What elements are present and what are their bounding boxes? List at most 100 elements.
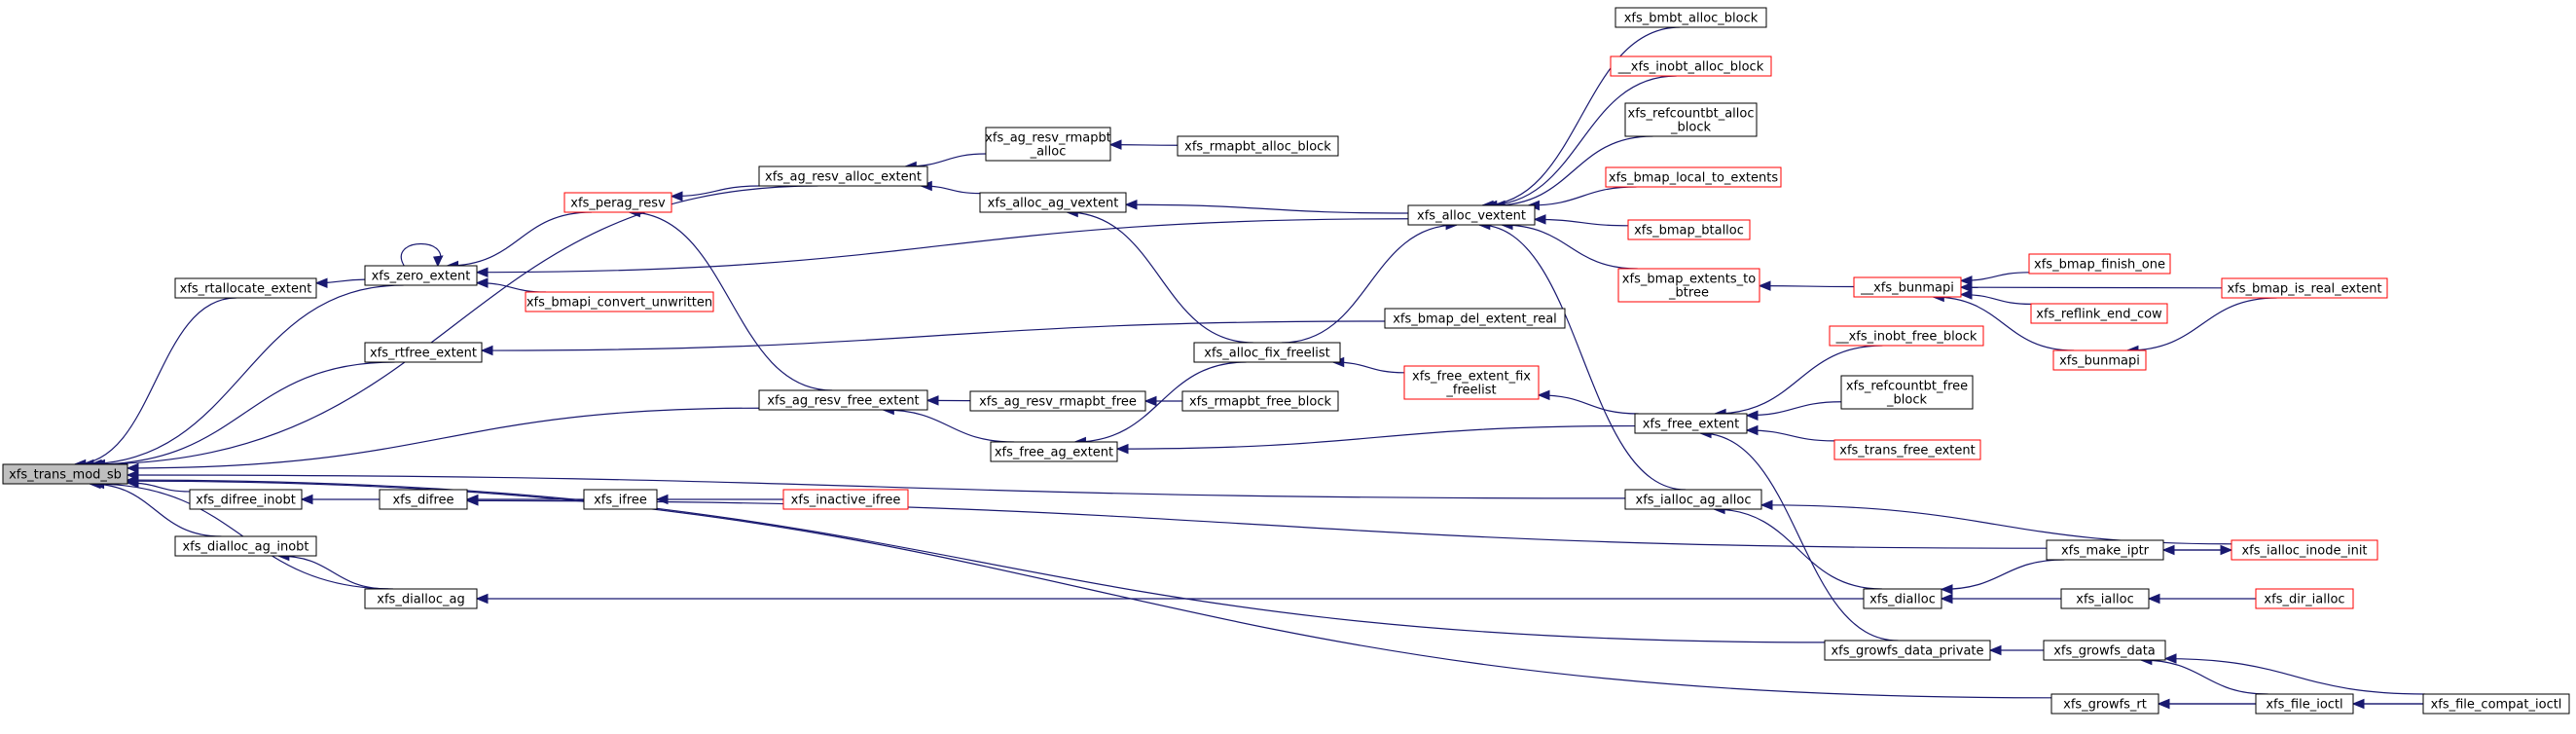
node-rtallocate-extent[interactable]: xfs_rtallocate_extent [174,277,317,299]
node-ag-resv-rmapbt-alloc[interactable]: xfs_ag_resv_rmapbt_alloc [985,127,1111,162]
edge-line [1700,432,1899,642]
edge-line [1534,218,1629,227]
node-rmapbt-free-block[interactable]: xfs_rmapbt_free_block [1181,390,1339,412]
node-box [2255,588,2354,609]
node-bunmapi[interactable]: xfs_bunmapi [2052,349,2147,371]
node-alloc-vextent[interactable]: xfs_alloc_vextent [1407,204,1536,226]
node-box [2231,539,2378,561]
call-edge-reflink_end_cow-to-xbunmapi [1959,289,2032,306]
node-box [189,489,303,510]
node-growfs-data[interactable]: xfs_growfs_data [2043,640,2166,661]
node-label: xfs_ag_resv_rmapbt [985,131,1111,146]
node-rmapbt-alloc-block[interactable]: xfs_rmapbt_alloc_block [1177,135,1339,157]
edge-arrowhead [1959,275,1973,286]
node-file-ioctl[interactable]: xfs_file_ioctl [2255,693,2354,715]
call-edge-trans_free_extent-to-free_extent [1745,424,1835,442]
edge-line [2140,659,2268,695]
node-bmapi-convert-unwritten[interactable]: xfs_bmapi_convert_unwritten [525,291,714,312]
node-refcountbt-alloc-block[interactable]: xfs_refcountbt_alloc_block [1624,102,1758,137]
node-box [2221,277,2388,299]
edge-arrowhead [1745,410,1759,421]
node-label: _block [1886,393,1927,408]
node-bmbt-alloc-block[interactable]: xfs_bmbt_alloc_block [1615,7,1767,28]
node-box [364,265,478,286]
node-growfs-data-private[interactable]: xfs_growfs_data_private [1824,640,1991,661]
edge-line [91,185,818,465]
node-bmap-is-real-extent[interactable]: xfs_bmap_is_real_extent [2221,277,2388,299]
node-rtfree-extent[interactable]: xfs_rtfree_extent [364,342,483,363]
node-dir-ialloc[interactable]: xfs_dir_ialloc [2255,588,2354,609]
node-box [2255,693,2354,715]
call-edge-inobt_alloc_block-to-alloc_vextent [1484,75,1677,211]
node-alloc-ag-vextent[interactable]: xfs_alloc_ag_vextent [979,192,1127,213]
edge-line [447,211,593,267]
node-inobt-free-block[interactable]: __xfs_inobt_free_block [1829,325,1984,347]
call-edge-bmap_is_real_extent-to-xbunmapi [1959,281,2223,293]
node-label: xfs_bmbt_alloc_block [1624,12,1759,26]
edge-arrowhead [1108,139,1122,150]
node-zero-extent[interactable]: xfs_zero_extent [364,265,478,286]
node-ifree[interactable]: xfs_ifree [583,489,658,510]
node-ialloc-ag-alloc[interactable]: xfs_ialloc_ag_alloc [1624,489,1762,510]
node-reflink-end-cow[interactable]: xfs_reflink_end_cow [2030,303,2168,324]
node-label: xfs_file_ioctl [2266,698,2342,713]
node-box [1634,413,1748,434]
node-make-iptr[interactable]: xfs_make_iptr [2046,539,2164,561]
node-box [174,277,317,299]
node-label: xfs_make_iptr [2061,544,2150,559]
edge-line [1478,224,1687,491]
edge-line [82,284,404,465]
edge-arrowhead [1533,214,1546,225]
node-label: xfs_bmap_btalloc [1634,224,1744,239]
edge-arrowhead [1959,281,1973,293]
node-perag-resv[interactable]: xfs_perag_resv [563,192,672,213]
node-growfs-rt[interactable]: xfs_growfs_rt [2050,693,2159,715]
node-difree[interactable]: xfs_difree [379,489,468,510]
node-ag-resv-alloc-extent[interactable]: xfs_ag_resv_alloc_extent [758,165,928,187]
node-inactive-ifree[interactable]: xfs_inactive_ifree [782,489,909,510]
node-free-extent[interactable]: xfs_free_extent [1634,413,1748,434]
node-bmap-local-to-extents[interactable]: xfs_bmap_local_to_extents [1605,166,1782,188]
node-label: xfs_inactive_ifree [791,494,901,508]
edge-line [1960,286,2223,289]
node-bmap-extents-to-btree[interactable]: xfs_bmap_extents_to_btree [1617,268,1760,303]
node-bmap-btalloc[interactable]: xfs_bmap_btalloc [1627,219,1751,240]
node-refcountbt-free-block[interactable]: xfs_refcountbt_free_block [1840,375,1974,410]
edge-line [905,153,987,167]
node-ag-resv-rmapbt-free[interactable]: xfs_ag_resv_rmapbt_free [969,390,1146,412]
call-edge-file_compat_ioctl-to-file_ioctl [2351,698,2423,710]
edge-line [1502,224,1638,270]
node-label: xfs_file_compat_ioctl [2431,698,2562,713]
node-dialloc-ag[interactable]: xfs_dialloc_ag [364,588,478,609]
node-inobt-alloc-block[interactable]: __xfs_inobt_alloc_block [1610,55,1772,77]
node-bmap-del-extent-real[interactable]: xfs_bmap_del_extent_real [1384,308,1566,329]
call-edge-zero_extent-to-trans_mod_sb [81,284,404,470]
node-label: xfs_ialloc [2076,593,2133,607]
node-bmap-finish-one[interactable]: xfs_bmap_finish_one [2028,253,2171,275]
node-ag-resv-free-extent[interactable]: xfs_ag_resv_free_extent [758,389,928,411]
node-free-extent-fix-freelist[interactable]: xfs_free_extent_fix_freelist [1403,365,1540,400]
node-label: xfs_dialloc_ag_inobt [182,540,308,555]
edge-arrowhead [475,277,489,288]
call-edge-bmap_extents_to_btree-to-alloc_vextent [1500,219,1638,270]
node-dialloc-ag-inobt[interactable]: xfs_dialloc_ag_inobt [174,535,317,557]
node-free-ag-extent[interactable]: xfs_free_ag_extent [990,441,1118,462]
node-box [1840,375,1974,410]
node-file-compat-ioctl[interactable]: xfs_file_compat_ioctl [2422,693,2570,715]
node-difree-inobt[interactable]: xfs_difree_inobt [189,489,303,510]
node-trans-free-extent[interactable]: xfs_trans_free_extent [1833,439,1981,460]
edge-line [1074,361,1247,443]
node-dialloc[interactable]: xfs_dialloc [1863,588,1942,609]
edge-line [629,211,833,391]
call-edge-free_extent-to-free_ag_extent [1115,424,1636,455]
node-label: xfs_alloc_fix_freelist [1204,347,1329,361]
node-ialloc-inode-init[interactable]: xfs_ialloc_inode_init [2231,539,2378,561]
node-box [2052,349,2147,371]
node-label: xfs_refcountbt_free [1846,380,1968,394]
node-label: xfs_bmapi_convert_unwritten [526,296,712,311]
node-alloc-fix-freelist[interactable]: xfs_alloc_fix_freelist [1193,342,1341,363]
node-xbunmapi[interactable]: __xfs_bunmapi [1853,276,1962,298]
node-ialloc[interactable]: xfs_ialloc [2060,588,2150,609]
edge-arrowhead [1760,499,1773,511]
